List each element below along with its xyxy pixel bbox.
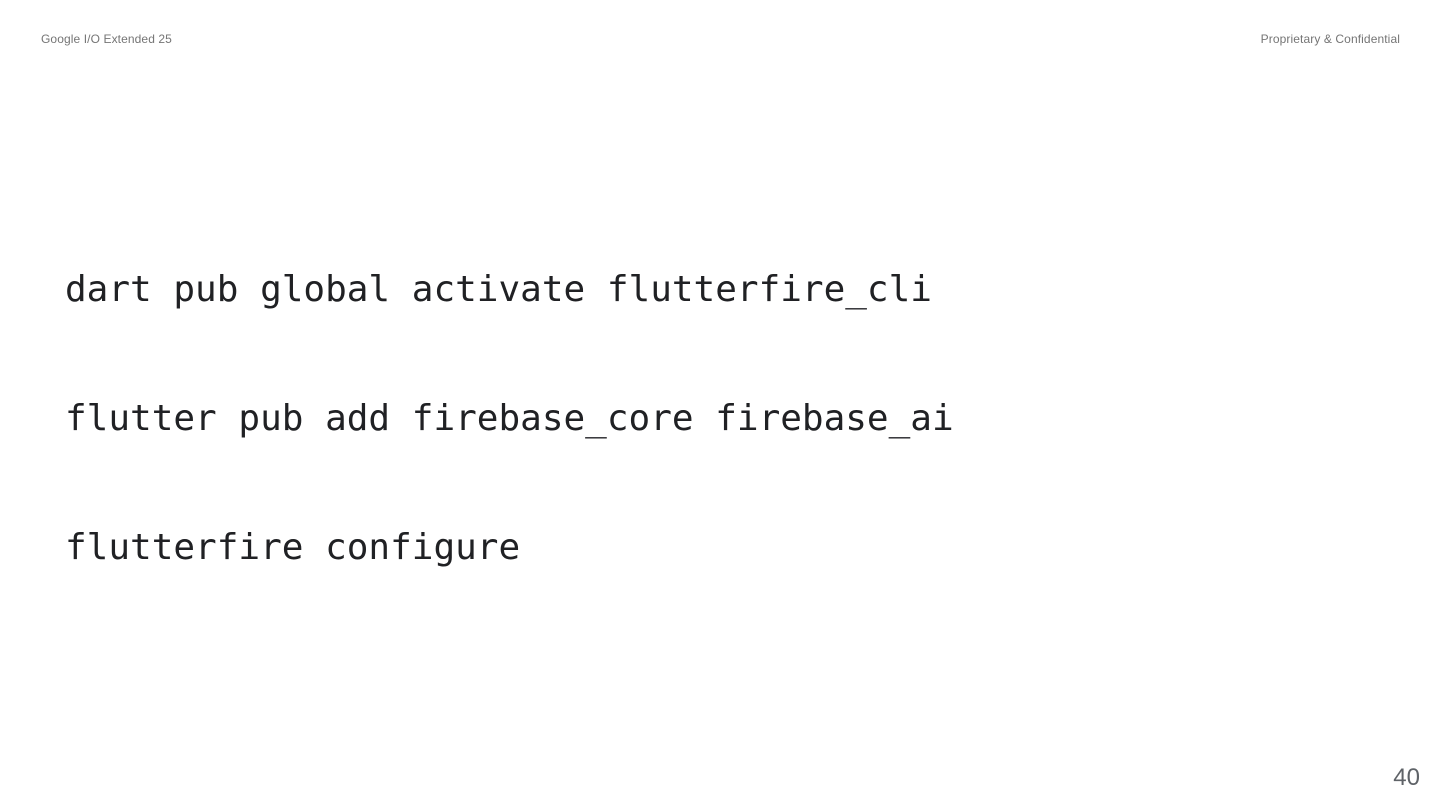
confidentiality-label: Proprietary & Confidential [1260,32,1400,46]
code-line-configure: flutterfire configure [65,527,521,568]
code-line-activate-cli: dart pub global activate flutterfire_cli [65,269,932,310]
code-block: dart pub global activate flutterfire_cli… [65,264,954,574]
page-number: 40 [1393,764,1420,791]
code-line-add-packages: flutter pub add firebase_core firebase_a… [65,398,954,439]
event-label: Google I/O Extended 25 [41,32,172,46]
